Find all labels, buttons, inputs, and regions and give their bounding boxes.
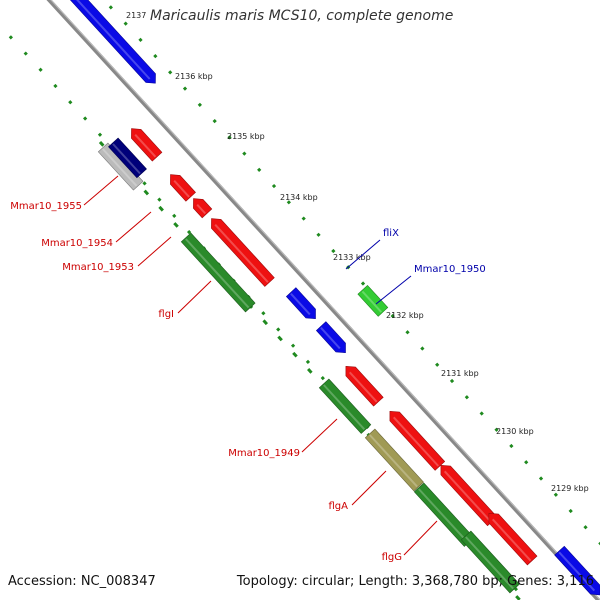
tick-lane-inner <box>0 23 528 600</box>
gene-flga-olive <box>364 428 424 492</box>
leader-line-flix <box>345 239 381 270</box>
gene-mmar10-1955-sheen <box>134 134 157 158</box>
gene-mmar10-1953-sheen <box>196 204 207 215</box>
gene-forward-bottom <box>554 545 600 596</box>
accession-text: Accession: NC_008347 <box>8 574 156 589</box>
gene-green-end <box>460 530 520 594</box>
gene-mmar10-1949-red <box>345 365 384 407</box>
ruler-tick-label-2136: 2136 kbp <box>175 72 213 81</box>
ruler-tick-label-2132: 2132 kbp <box>386 311 424 320</box>
gene-mmar10-1949-green-sheen <box>323 384 366 430</box>
gene-flgi-red <box>211 218 275 287</box>
leader-line-mmar10_1953 <box>137 236 172 267</box>
gene-mmar10-1954 <box>170 174 196 202</box>
gene-flga-red-sheen <box>392 416 440 467</box>
genome-title: Maricaulis maris MCS10, complete genome <box>150 8 454 24</box>
gene-flgg-red-sheen <box>443 470 492 523</box>
gene-label-mmar10_1953: Mmar10_1953 <box>62 262 134 273</box>
topology-summary-text: Topology: circular; Length: 3,368,780 bp… <box>236 574 594 589</box>
genome-backbone <box>46 0 600 600</box>
gene-flix-2 <box>315 321 346 354</box>
tick-lane-outer <box>102 0 600 546</box>
gene-label-mmar10_1950: Mmar10_1950 <box>414 264 486 275</box>
leader-line-flgi <box>177 280 212 314</box>
gene-label-flix: fliX <box>383 228 399 239</box>
gene-mmar10-1953 <box>193 198 213 219</box>
gene-mmar10-1954-sheen <box>173 180 190 198</box>
gene-label-flgi: flgI <box>158 309 174 320</box>
gene-mmar10-1955 <box>131 128 163 162</box>
leader-line-mmar10_1954 <box>115 211 152 243</box>
gene-flix <box>285 287 316 320</box>
gene-label-flga: flgA <box>329 501 349 512</box>
gene-navy-block-sheen <box>112 143 141 175</box>
ruler-tick-label-2130: 2130 kbp <box>496 427 534 436</box>
ruler-tick-label-2135: 2135 kbp <box>227 132 265 141</box>
ruler-tick-label-2131: 2131 kbp <box>441 369 479 378</box>
gene-flix-sheen <box>290 293 311 316</box>
gene-flgi-green-sheen <box>185 238 250 309</box>
gene-flix-2-sheen <box>320 327 341 350</box>
gene-red-end <box>488 512 538 566</box>
gene-grey-block <box>97 142 144 191</box>
gene-forward-bottom-sheen <box>558 551 596 592</box>
gene-mmar10-1949-green <box>318 378 372 434</box>
gene-mmar10-1950-sheen <box>361 290 383 313</box>
gene-label-mmar10_1954: Mmar10_1954 <box>41 238 113 249</box>
gene-flgi-green <box>180 232 256 313</box>
gene-forward-top <box>70 0 156 84</box>
ruler-tick-label-2129: 2129 kbp <box>551 484 589 493</box>
gene-mmar10-1950 <box>357 284 389 317</box>
gene-flgi-red-sheen <box>214 224 269 283</box>
gene-navy-block <box>108 137 147 179</box>
leader-line-mmar10_1949 <box>301 418 338 453</box>
gene-green-end-sheen <box>465 536 514 590</box>
genome-backbone-highlight <box>50 0 600 600</box>
leader-line-mmar10_1950 <box>375 275 412 305</box>
gene-label-mmar10_1955: Mmar10_1955 <box>10 201 82 212</box>
ruler-tick-label-2137: 2137 <box>126 11 146 20</box>
leader-line-flgg <box>403 520 438 556</box>
gene-flga-red <box>389 410 446 471</box>
leader-line-mmar10_1955 <box>83 175 119 206</box>
ruler-tick-label-2134: 2134 kbp <box>280 193 318 202</box>
gene-mmar10-1949-red-sheen <box>348 371 378 403</box>
gene-flgg-green-sheen <box>418 488 469 543</box>
gene-label-mmar10_1949: Mmar10_1949 <box>228 448 300 459</box>
gene-flga-olive-sheen <box>369 434 418 488</box>
gene-grey-block-sheen <box>102 148 138 187</box>
ruler-tick-label-2133: 2133 kbp <box>333 253 371 262</box>
gene-forward-top-sheen <box>76 0 151 80</box>
gene-label-flgg: flgG <box>382 552 402 563</box>
gene-red-end-sheen <box>491 518 532 562</box>
leader-line-flga <box>351 470 387 506</box>
